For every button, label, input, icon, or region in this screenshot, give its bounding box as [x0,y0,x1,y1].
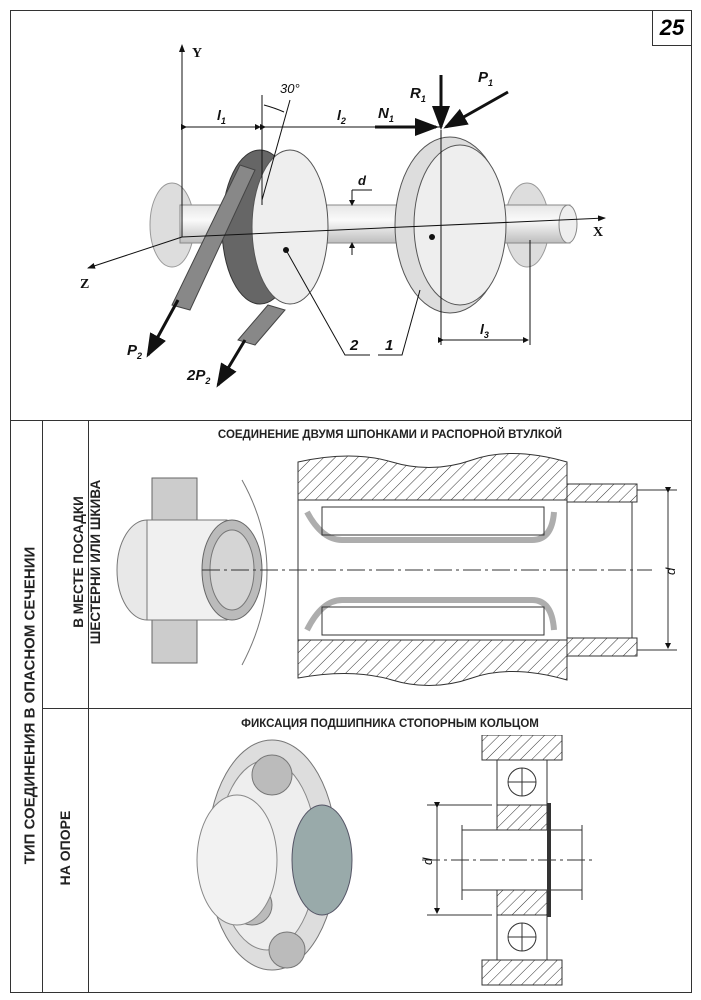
page-number: 25 [652,10,692,46]
svg-text:l1: l1 [217,107,226,126]
col-divider-2 [88,420,89,993]
svg-text:d: d [663,567,678,575]
row1-label-line1: В МЕСТЕ ПОСАДКИ [71,496,86,628]
svg-text:2P2: 2P2 [186,367,210,386]
divider-rows [42,708,692,709]
key-joint-drawing: d [116,453,678,686]
page-frame: 25 [10,10,692,993]
col-divider-1 [42,420,43,993]
pulley-front [251,149,329,305]
belt-2 [237,304,286,346]
svg-text:2: 2 [349,337,359,354]
belt-1 [171,164,256,311]
row1-title: СОЕДИНЕНИЕ ДВУМЯ ШПОНКАМИ И РАСПОРНОЙ ВТ… [217,429,563,441]
row-group-label: ТИП СОЕДИНЕНИЯ В ОПАСНОМ СЕЧЕНИИ [21,546,39,865]
svg-text:P1: P1 [478,69,493,88]
svg-text:Z: Z [80,277,89,292]
divider-top [10,420,692,421]
shaft-diagram: Y X Z 30° l1 l2 d l3 R1 P1 N1 P2 2P2 2 1 [80,44,606,388]
row2-title: ФИКСАЦИЯ ПОДШИПНИКА СТОПОРНЫМ КОЛЬЦОМ [241,718,539,730]
svg-text:30°: 30° [280,81,300,96]
svg-text:P2: P2 [127,342,142,361]
svg-text:Y: Y [192,46,202,61]
svg-text:R1: R1 [410,85,426,104]
svg-text:N1: N1 [378,105,394,124]
row2-label: НА ОПОРЕ [57,810,73,886]
svg-text:d: d [420,857,435,865]
svg-text:1: 1 [385,337,393,354]
svg-text:l2: l2 [337,107,346,126]
svg-text:X: X [593,225,603,240]
svg-text:d: d [358,173,367,188]
bearing-retaining-ring-drawing: d [196,735,592,986]
svg-text:l3: l3 [480,321,489,340]
